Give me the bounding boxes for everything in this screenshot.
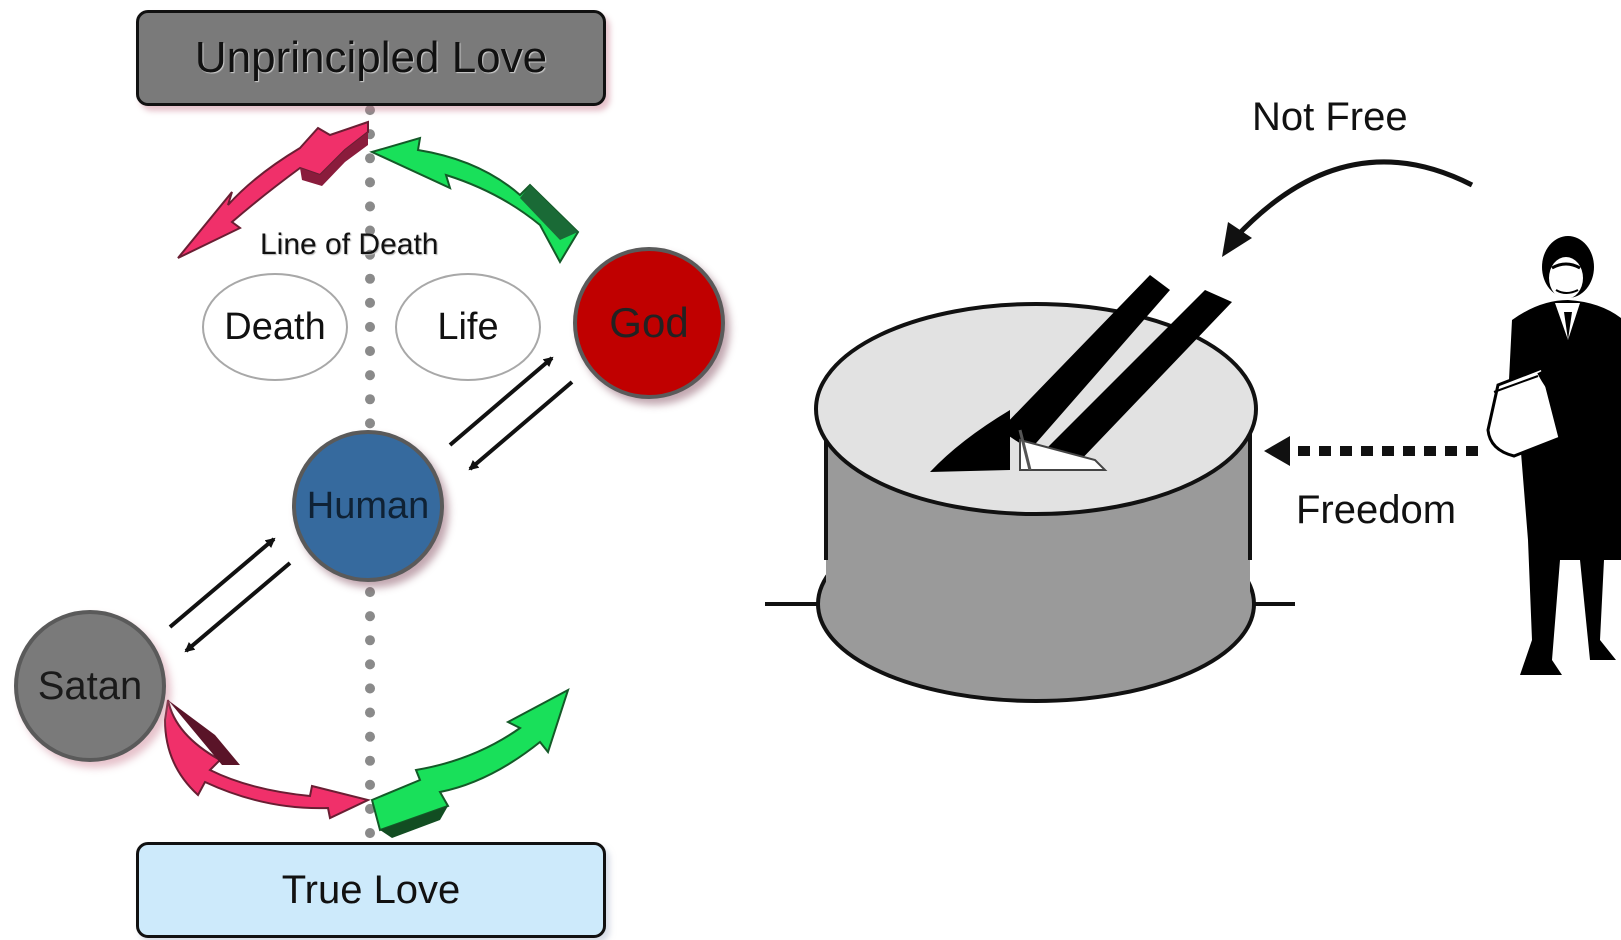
god-label: God <box>609 299 689 346</box>
human-circle: Human <box>292 430 444 582</box>
death-oval: Death <box>202 273 348 381</box>
unprincipled-love-label: Unprincipled Love <box>194 33 548 82</box>
arrow-god-to-human <box>468 380 574 471</box>
trap-jaws-icon <box>930 275 1232 472</box>
unprincipled-love-box: Unprincipled Love <box>136 10 606 106</box>
true-love-box: True Love <box>136 842 606 938</box>
life-label: Life <box>437 305 499 348</box>
life-oval: Life <box>395 273 541 381</box>
trap-drum <box>765 302 1295 703</box>
pink-arrow-top <box>177 120 369 259</box>
satan-circle: Satan <box>14 610 166 762</box>
arrow-human-to-god <box>448 356 554 447</box>
green-arrow-bottom <box>370 687 570 838</box>
pink-arrow-bottom <box>163 699 371 820</box>
not-free-label: Not Free <box>1252 95 1408 139</box>
god-circle: God <box>573 247 725 399</box>
arrow-satan-to-human <box>168 537 276 629</box>
businessman-figure-icon <box>1486 236 1621 675</box>
freedom-label: Freedom <box>1296 488 1457 532</box>
true-love-label: True Love <box>281 867 461 912</box>
arrow-human-to-satan <box>184 561 292 653</box>
death-label: Death <box>224 305 326 348</box>
human-label: Human <box>306 484 430 527</box>
not-free-arrow <box>1233 159 1474 240</box>
line-of-death-label: Line of Death <box>260 228 439 261</box>
green-arrow-top <box>369 136 580 265</box>
satan-label: Satan <box>37 663 143 708</box>
